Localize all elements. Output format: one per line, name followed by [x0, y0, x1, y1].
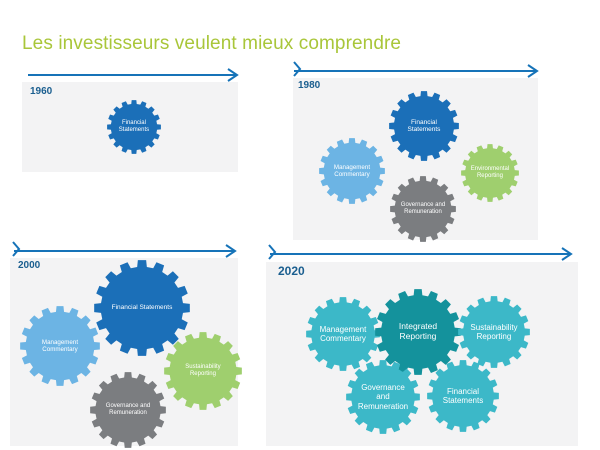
gear-financial-statements-1980: Financial Statements: [389, 91, 459, 161]
gear-icon: [107, 100, 161, 154]
gear-label: Financial Statements: [118, 120, 150, 133]
gear-icon: [164, 332, 242, 410]
arrow-tail-2020: [268, 244, 277, 260]
gear-governance-remuneration-2000: Governance and Remuneration: [90, 372, 166, 448]
year-label-1980: 1980: [298, 80, 321, 91]
gear-icon: [461, 144, 519, 202]
gear-label: Financial Statements: [442, 386, 484, 405]
gear-icon: [319, 138, 385, 204]
gear-icon: [390, 176, 456, 242]
gear-label: Governance and Remuneration: [357, 383, 409, 411]
gear-icon: [375, 289, 461, 375]
gear-governance-remuneration-1980: Governance and Remuneration: [390, 176, 456, 242]
gear-integrated-reporting-2020: Integrated Reporting: [375, 289, 461, 375]
gear-sustainability-reporting-2020: Sustainability Reporting: [458, 296, 530, 368]
year-label-1960: 1960: [30, 86, 53, 97]
gear-label: Sustainability Reporting: [185, 364, 221, 377]
gear-management-commentary-1980: Management Commentary: [319, 138, 385, 204]
gear-environmental-reporting-1980: Environmental Reporting: [461, 144, 519, 202]
gear-label: Financial Statements: [407, 118, 441, 133]
gear-management-commentary-2020: Management Commentary: [306, 297, 380, 371]
gear-label: Governance and Remuneration: [105, 403, 151, 416]
gear-icon: [346, 360, 420, 434]
gear-management-commentary-2000: Management Commentary: [20, 306, 100, 386]
timeline-arrow-2020: [270, 247, 573, 261]
gear-label: Management Commentary: [319, 324, 367, 343]
gear-icon: [306, 297, 380, 371]
gear-label: Management Commentary: [333, 163, 371, 178]
gear-icon: [427, 360, 499, 432]
gear-icon: [94, 260, 190, 356]
gear-sustainability-reporting-2000: Sustainability Reporting: [164, 332, 242, 410]
gear-icon: [389, 91, 459, 161]
gear-financial-statements-2000: Financial Statements: [94, 260, 190, 356]
gear-icon: [20, 306, 100, 386]
gear-label: Sustainability Reporting: [470, 322, 518, 341]
timeline-arrow-1980: [294, 64, 539, 78]
year-label-2000: 2000: [18, 260, 41, 271]
gear-label: Governance and Remuneration: [400, 202, 446, 215]
gear-icon: [458, 296, 530, 368]
gear-label: Management Commentary: [41, 338, 79, 353]
year-label-2020: 2020: [278, 264, 305, 278]
gear-financial-statements-1960: Financial Statements: [107, 100, 161, 154]
page-title: Les investisseurs veulent mieux comprend…: [22, 33, 402, 54]
timeline-arrow-2000: [14, 244, 237, 258]
gear-label: Environmental Reporting: [470, 166, 510, 179]
gear-label: Integrated Reporting: [398, 321, 438, 341]
gear-governance-remuneration-2020: Governance and Remuneration: [346, 360, 420, 434]
arrow-tail-2000: [12, 241, 21, 257]
arrow-tail-1980: [293, 61, 302, 77]
gear-label: Financial Statements: [111, 304, 173, 312]
timeline-arrow-1960: [28, 68, 239, 82]
gear-financial-statements-2020: Financial Statements: [427, 360, 499, 432]
gear-icon: [90, 372, 166, 448]
